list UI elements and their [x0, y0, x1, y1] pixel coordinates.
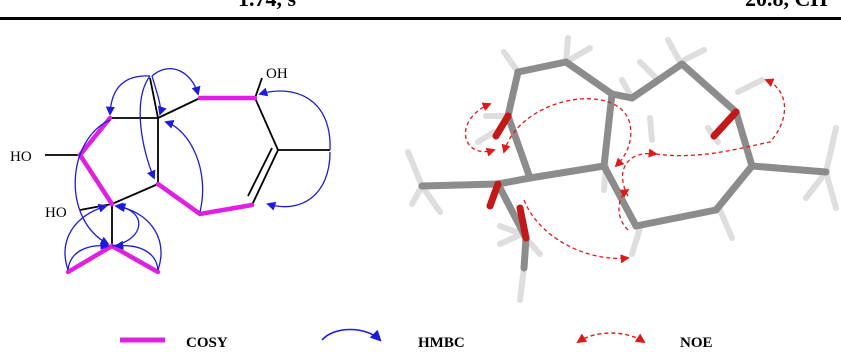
- table-top-rule: [0, 17, 841, 20]
- hydrogen-bonds: [405, 35, 839, 303]
- cut-header-text-right: 20.8, CH: [745, 0, 828, 12]
- label-oh-top: OH: [266, 66, 288, 82]
- legend-cosy-label: COSY: [186, 335, 228, 351]
- cosy-bonds: [65, 95, 258, 275]
- noe-arrows: [464, 78, 786, 264]
- legend-hmbc-swatch: [321, 328, 382, 342]
- label-ho-left: HO: [10, 149, 32, 165]
- legend-noe-swatch: [576, 332, 646, 344]
- carbon-bonds: [418, 58, 830, 272]
- legend-hmbc-label: HMBC: [418, 335, 465, 351]
- legend: COSY HMBC NOE: [120, 328, 713, 351]
- oxygen-segments: [486, 108, 740, 242]
- skeleton-bonds: [45, 77, 330, 246]
- 2d-structure: OH HO HO: [10, 66, 331, 275]
- hmbc-arrows: [64, 68, 331, 271]
- label-ho-bottom: HO: [45, 205, 67, 221]
- 3d-conformer-model: [405, 35, 839, 303]
- cut-header-text-left: 1.74, s: [238, 0, 296, 12]
- legend-noe-label: NOE: [680, 335, 713, 351]
